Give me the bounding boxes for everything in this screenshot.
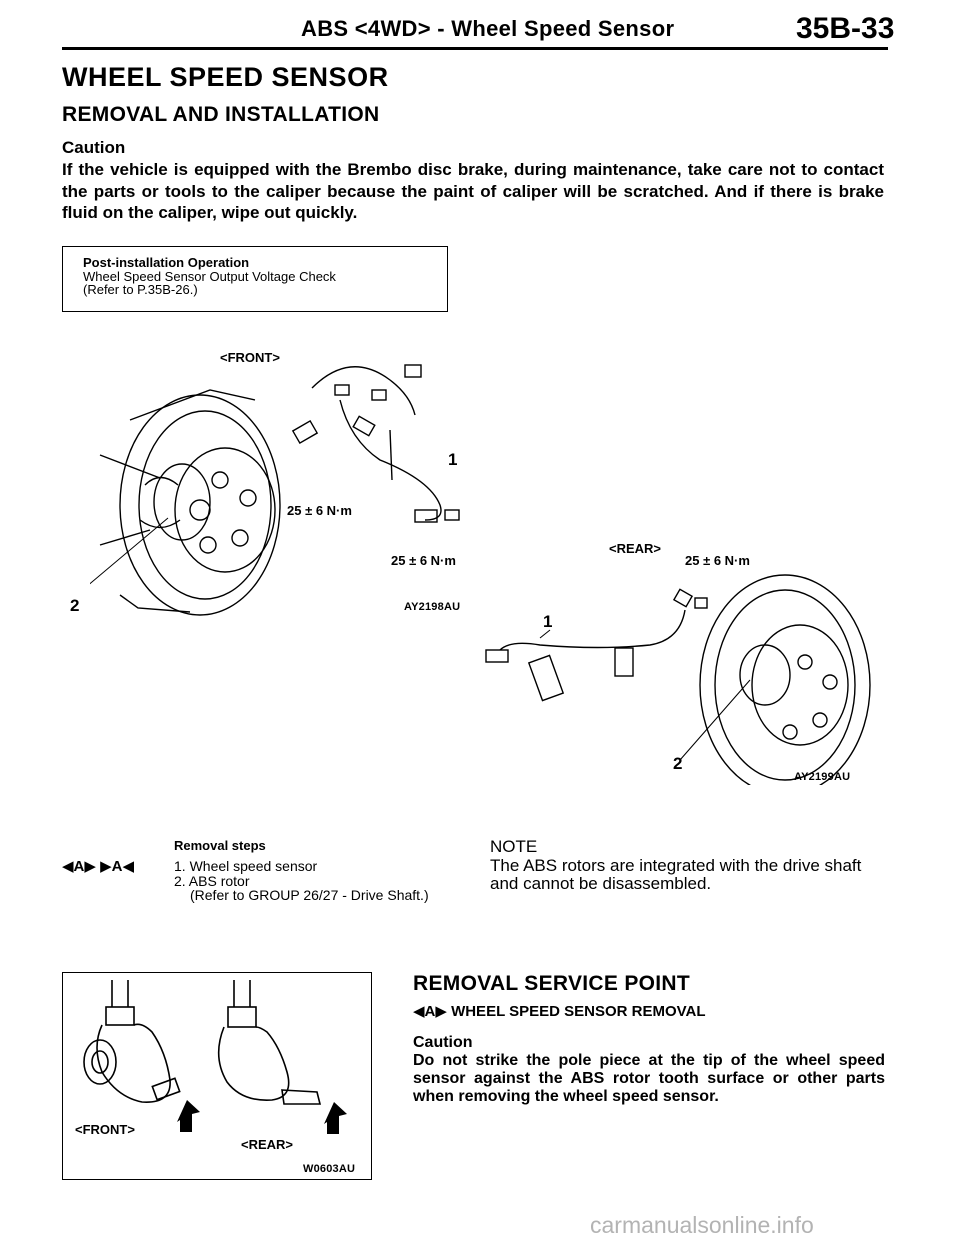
post-installation-box: Post-installation Operation Wheel Speed … [62,246,448,312]
rear-figure-code: AY2199AU [794,771,851,783]
rear-figure-label: <REAR> [609,541,662,556]
removal-step-2: 2. ABS rotor [174,872,250,889]
removal-service-point-title: REMOVAL SERVICE POINT [413,972,691,995]
removal-step-2-note: (Refer to GROUP 26/27 - Drive Shaft.) [190,887,429,903]
caution-text: If the vehicle is equipped with the Brem… [62,160,884,222]
caution-label: Caution [62,138,126,157]
sensor-illustration [83,980,347,1134]
front-figure-label: <FRONT> [220,350,280,365]
note-text: The ABS rotors are integrated with the d… [490,855,862,893]
service-caution-label: Caution [413,1034,473,1051]
removal-step-1: 1. Wheel speed sensor [174,858,318,874]
front-figure-code: AY2198AU [404,601,461,613]
sensor-figure-box [62,972,372,1180]
sensor-figure-code: W0603AU [303,1163,356,1175]
removal-steps-list: 1. Wheel speed sensor 2. ABS rotor (Refe… [174,859,429,903]
service-caution-text: Do not strike the pole piece at the tip … [413,1052,885,1105]
sensor-rear-label: <REAR> [241,1137,294,1152]
removal-steps-service-marks: ◀A▶ ▶A◀ [62,858,134,875]
front-wheel-illustration [90,364,460,616]
rear-torque: 25 ± 6 N·m [685,553,750,568]
post-installation-line: Wheel Speed Sensor Output Voltage Check [83,268,336,284]
removal-steps-title: Removal steps [174,838,266,853]
note-block: NOTE The ABS rotors are integrated with … [490,837,884,894]
watermark-text: carmanualsonline.info [590,1212,814,1238]
sensor-front-label: <FRONT> [75,1122,135,1137]
section-title: WHEEL SPEED SENSOR [62,62,389,92]
rear-callout-1: 1 [543,612,553,631]
post-installation-title: Post-installation Operation [83,255,250,270]
front-torque-sensor: 25 ± 6 N·m [391,553,456,568]
front-torque-bracket: 25 ± 6 N·m [287,503,352,518]
post-installation-reference: (Refer to P.35B-26.) [83,282,198,297]
note-label: NOTE [490,837,538,856]
section-subtitle: REMOVAL AND INSTALLATION [62,103,380,126]
header-rule [62,47,888,50]
rear-wheel-illustration [485,574,871,785]
front-callout-2: 2 [70,596,80,615]
rear-callout-2: 2 [673,754,683,773]
front-callout-1: 1 [448,450,458,469]
running-header-title: ABS <4WD> - Wheel Speed Sensor [301,16,675,41]
removal-service-point-subtitle: ◀A▶ WHEEL SPEED SENSOR REMOVAL [413,1003,706,1020]
page-number: 35B-33 [796,12,895,45]
